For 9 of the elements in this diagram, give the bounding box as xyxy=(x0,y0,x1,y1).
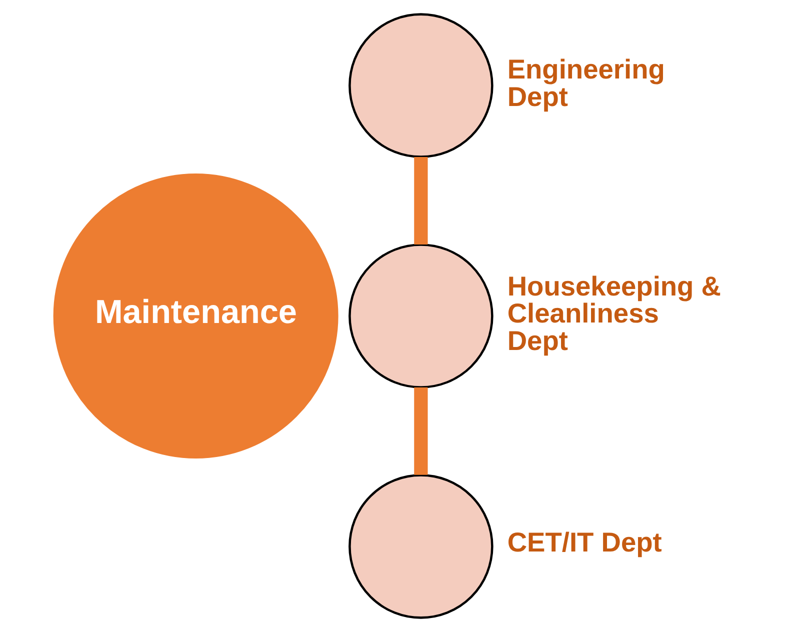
node-label: Engineering Dept xyxy=(506,54,664,112)
node-label: CET/IT Dept xyxy=(506,526,662,558)
connector xyxy=(414,156,428,244)
node-circle xyxy=(348,244,493,388)
connector xyxy=(414,387,428,475)
node-circle xyxy=(348,13,493,158)
node-circle xyxy=(348,474,493,619)
node-label: Housekeeping & Cleanliness Dept xyxy=(506,270,720,356)
node-circle: Maintenance xyxy=(52,174,338,458)
